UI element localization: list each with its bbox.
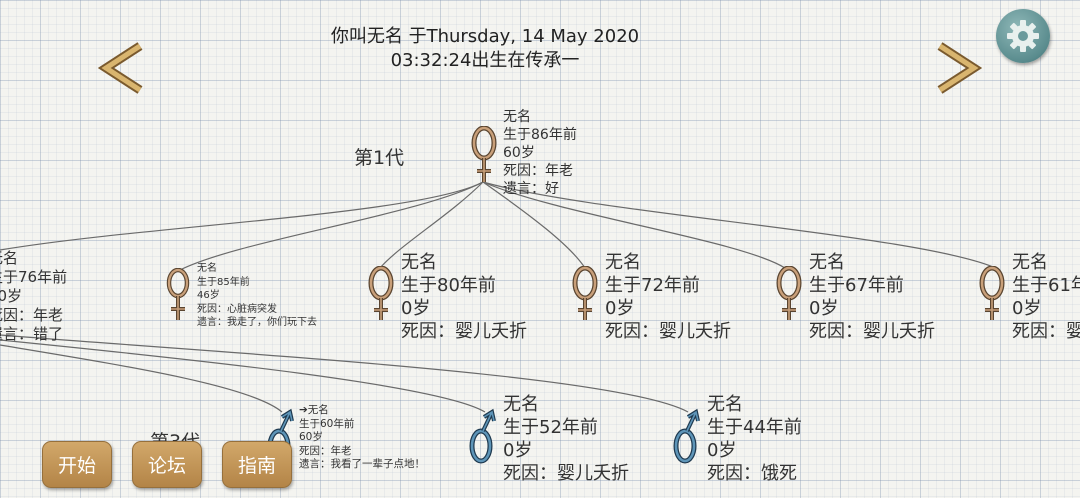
person-born: 生于67年前 [809, 275, 904, 296]
person-born: 生于44年前 [707, 417, 802, 438]
person-age: 46岁 [197, 290, 220, 301]
person-name: 无名 [707, 394, 743, 415]
person-gen1[interactable]: 无名 生于86年前 60岁 死因：年老 遗言：好 [503, 108, 577, 198]
person-age: 0岁 [707, 440, 737, 461]
person-name: 无名 [401, 252, 437, 273]
person-born: 生于60年前 [299, 417, 355, 430]
person-name: 无名 [605, 252, 641, 273]
person-cause: 死因：婴儿夭折 [1012, 321, 1080, 342]
person-last-words: 遗言：我看了一辈子点地！ [299, 458, 425, 470]
person-born: 生于76年前 [0, 268, 68, 286]
person-gen2-1[interactable]: 无名 生于76年前 60岁 死因：年老 遗言：错了 [0, 249, 67, 344]
person-born: 生于72年前 [605, 275, 700, 296]
birth-line-1: 你叫无名 于Thursday, 14 May 2020 [330, 26, 640, 47]
person-age: 0岁 [401, 298, 431, 319]
start-button[interactable]: 开始 [42, 441, 112, 488]
person-gen2-6-clip: 无名 生于61年前 0岁 死因：婴儿夭折 [1012, 251, 1080, 343]
forum-button[interactable]: 论坛 [132, 441, 202, 488]
person-gen3-2[interactable]: 无名 生于52年前 0岁 死因：婴儿夭折 [503, 393, 629, 485]
person-cause: 死因：婴儿夭折 [401, 321, 527, 342]
birth-line-2: 03:32:24出生在传承一 [390, 50, 580, 71]
person-born: 生于52年前 [503, 417, 598, 438]
person-age: 0岁 [605, 298, 635, 319]
link-line [379, 181, 484, 269]
female-symbol-icon[interactable] [571, 266, 599, 322]
person-name: 无名 [1012, 252, 1048, 273]
person-name: 无名 [0, 249, 19, 267]
person-cause: 死因：婴儿夭折 [809, 321, 935, 342]
person-age: 60岁 [0, 287, 23, 305]
male-symbol-icon[interactable] [468, 408, 498, 464]
person-born: 生于85年前 [197, 276, 250, 288]
person-cause: 死因：年老 [503, 163, 573, 179]
person-last-words: 遗言：我走了，你们玩下去 [197, 317, 317, 328]
gear-icon [1007, 20, 1039, 52]
person-gen2-6[interactable]: 无名 生于61年前 0岁 死因：婴儿夭折 [1012, 251, 1080, 343]
person-gen3-1[interactable]: ➔无名 生于60年前 60岁 死因：年老 遗言：我看了一辈子点地！ [299, 404, 425, 472]
person-gen2-4[interactable]: 无名 生于72年前 0岁 死因：婴儿夭折 [605, 251, 731, 343]
link-line [0, 344, 283, 413]
link-line [0, 339, 486, 413]
link-line [0, 181, 484, 251]
person-age: 0岁 [1012, 298, 1042, 319]
chevron-right-icon[interactable] [932, 42, 983, 94]
person-name: 无名 [503, 109, 531, 125]
link-line [482, 181, 586, 269]
chevron-left-icon[interactable] [97, 42, 148, 94]
person-age: 60岁 [299, 431, 323, 443]
person-born: 生于61年前 [1012, 275, 1080, 296]
person-gen2-2[interactable]: 无名 生于85年前 46岁 死因：心脏病突发 遗言：我走了，你们玩下去 [197, 262, 317, 330]
person-last-words: 遗言：错了 [0, 325, 64, 343]
person-age: 60岁 [503, 145, 535, 161]
person-cause: 死因：年老 [0, 306, 64, 324]
link-line [179, 181, 484, 271]
generation-1-label: 第1代 [354, 147, 405, 169]
person-name: ➔无名 [299, 404, 329, 416]
female-symbol-icon[interactable] [470, 126, 498, 184]
person-name: 无名 [197, 263, 217, 274]
person-gen2-3[interactable]: 无名 生于80年前 0岁 死因：婴儿夭折 [401, 251, 527, 343]
link-line [482, 181, 786, 269]
settings-button[interactable] [996, 9, 1050, 63]
birth-info: 你叫无名 于Thursday, 14 May 2020 03:32:24出生在传… [325, 25, 645, 73]
person-name: 无名 [809, 252, 845, 273]
female-symbol-icon[interactable] [165, 268, 191, 322]
person-cause: 死因：婴儿夭折 [503, 463, 629, 484]
person-age: 0岁 [809, 298, 839, 319]
guide-button[interactable]: 指南 [222, 441, 292, 488]
female-symbol-icon[interactable] [978, 266, 1006, 322]
person-gen2-5[interactable]: 无名 生于67年前 0岁 死因：婴儿夭折 [809, 251, 935, 343]
person-born: 生于80年前 [401, 275, 496, 296]
female-symbol-icon[interactable] [367, 266, 395, 322]
person-last-words: 遗言：好 [503, 181, 559, 197]
person-cause: 死因：饿死 [707, 463, 797, 484]
person-born: 生于86年前 [503, 127, 577, 143]
link-line [482, 181, 1001, 271]
link-line [0, 334, 689, 413]
person-cause: 死因：年老 [299, 444, 352, 457]
person-cause: 死因：心脏病突发 [197, 303, 277, 315]
person-gen3-3[interactable]: 无名 生于44年前 0岁 死因：饿死 [707, 393, 802, 485]
person-cause: 死因：婴儿夭折 [605, 321, 731, 342]
person-age: 0岁 [503, 440, 533, 461]
female-symbol-icon[interactable] [775, 266, 803, 322]
person-name: 无名 [503, 394, 539, 415]
male-symbol-icon[interactable] [672, 408, 702, 464]
